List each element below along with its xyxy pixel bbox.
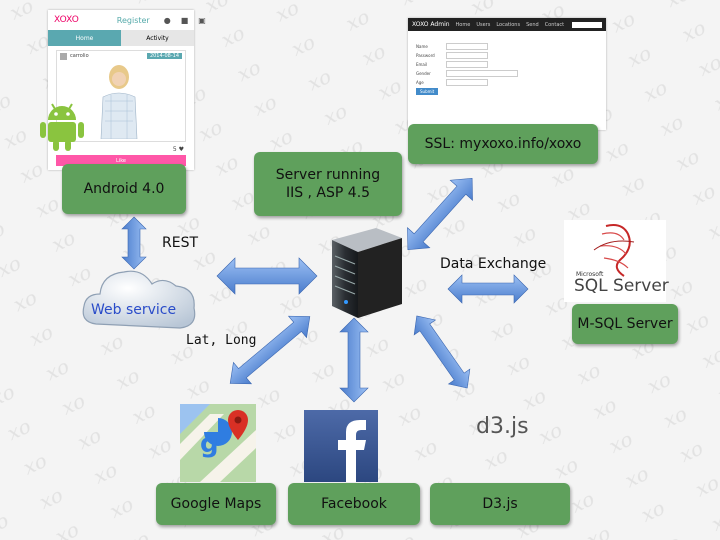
admin-field[interactable]: [446, 61, 488, 68]
arrow-android-cloud: [121, 216, 147, 270]
admin-nav-item[interactable]: Locations: [496, 21, 521, 28]
arrow-server-facebook: [339, 317, 369, 403]
callout-ssl: SSL: myxoxo.info/xoxo: [408, 124, 598, 164]
tab-activity-label: Activity: [146, 34, 169, 42]
label-rest: REST: [162, 235, 199, 251]
google-maps-icon: g: [180, 404, 256, 482]
callout-d3-text: D3.js: [482, 496, 518, 512]
callout-mssql-text: M-SQL Server: [577, 316, 673, 332]
post-card: carrolio 2014-08-14: [56, 50, 186, 142]
tab-activity[interactable]: Activity: [121, 30, 194, 46]
callout-facebook: Facebook: [288, 483, 420, 525]
like-count: 5 ♥: [172, 146, 184, 153]
tab-home[interactable]: Home: [48, 30, 121, 46]
android-app-screenshot: XOXO Register ● ■ ▣ Home Activity carrol…: [48, 10, 206, 170]
post-photo: [57, 61, 181, 140]
callout-ssl-text: SSL: myxoxo.info/xoxo: [424, 136, 582, 152]
admin-nav-item[interactable]: Users: [476, 21, 491, 28]
callout-d3: D3.js: [430, 483, 570, 525]
arrow-server-sql: [447, 274, 529, 304]
avatar: [60, 52, 67, 60]
callout-google-maps: Google Maps: [156, 483, 276, 525]
post-username: carrolio: [70, 53, 89, 59]
sql-brand-label: Microsoft: [576, 271, 604, 278]
admin-brand: XOXO Admin: [412, 21, 450, 28]
admin-nav-item[interactable]: Home: [455, 21, 471, 28]
callout-mssql: M-SQL Server: [572, 304, 678, 344]
register-link[interactable]: Register: [116, 15, 150, 25]
admin-form-row: Password: [416, 52, 598, 59]
android-icon: [40, 103, 84, 151]
callout-android-text: Android 4.0: [83, 181, 165, 197]
admin-form-row: Gender: [416, 70, 598, 77]
sql-server-icon: [593, 224, 635, 277]
label-data-exchange: Data Exchange: [440, 256, 547, 272]
callout-facebook-text: Facebook: [321, 496, 387, 512]
admin-search-input[interactable]: [572, 21, 602, 28]
d3-logo: d3.js: [476, 414, 529, 439]
arrow-server-d3: [413, 315, 471, 389]
label-web-service: Web service: [91, 302, 177, 318]
admin-form-row: Name: [416, 43, 598, 50]
cloud-icon: [82, 270, 196, 329]
svg-text:g: g: [200, 429, 219, 459]
arrow-cloud-server: [216, 257, 318, 295]
admin-field[interactable]: [446, 43, 488, 50]
admin-submit-button[interactable]: Submit: [416, 88, 439, 95]
like-button[interactable]: Like: [56, 155, 186, 166]
tab-home-label: Home: [75, 34, 94, 42]
callout-android: Android 4.0: [62, 164, 186, 214]
like-button-label: Like: [116, 157, 126, 164]
label-lat-long: Lat, Long: [186, 333, 257, 348]
admin-nav-item[interactable]: Contact: [544, 21, 565, 28]
sql-server-logo: Microsoft SQL Server: [564, 220, 669, 302]
app-logo: XOXO: [54, 15, 79, 25]
admin-nav-item[interactable]: Send: [526, 21, 539, 28]
callout-server: Server running IIS , ASP 4.5: [254, 152, 402, 216]
sql-server-label: SQL Server: [574, 276, 669, 296]
admin-field[interactable]: [446, 70, 518, 77]
camera-icon[interactable]: ▣: [198, 15, 206, 25]
arrow-server-admin: [407, 178, 473, 250]
lock-icon[interactable]: ■: [180, 15, 189, 25]
user-icon[interactable]: ●: [163, 15, 171, 25]
admin-site-screenshot: XOXO Admin Home Users Locations Send Con…: [408, 18, 606, 130]
server-icon: [332, 228, 402, 318]
admin-field[interactable]: [446, 79, 488, 86]
admin-field[interactable]: [446, 52, 488, 59]
callout-google-maps-text: Google Maps: [170, 496, 262, 512]
facebook-icon: [304, 410, 378, 482]
admin-form-row: Age: [416, 79, 598, 86]
admin-form-row: Email: [416, 61, 598, 68]
arrow-server-maps: [229, 315, 311, 385]
callout-server-text: Server running IIS , ASP 4.5: [275, 167, 381, 201]
post-tag: 2014-08-14: [146, 53, 182, 59]
